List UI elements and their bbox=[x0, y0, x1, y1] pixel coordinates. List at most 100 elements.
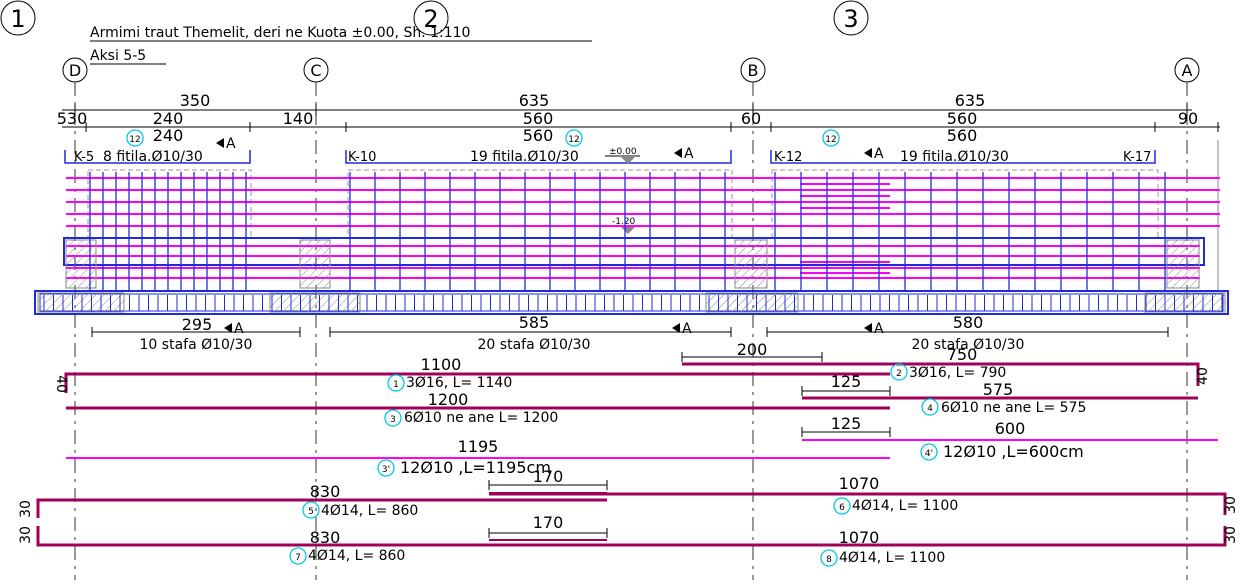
axis-letter-d: D bbox=[69, 61, 81, 80]
dimension-chain-top: 350 635 635 bbox=[62, 91, 1192, 116]
bar-3p-length: 1195 bbox=[458, 437, 499, 456]
bar-5-spec: 4Ø14, L= 860 bbox=[321, 503, 418, 519]
dim-635-right: 635 bbox=[955, 91, 986, 110]
callout-12-c: 12 bbox=[822, 129, 840, 147]
label-k10: K-10 bbox=[348, 150, 376, 165]
stirrup-label-3: 20 stafa Ø10/30 bbox=[912, 337, 1025, 353]
bar-5-overlap: 170 bbox=[533, 467, 564, 486]
label-strip2: 19 fitila.Ø10/30 bbox=[470, 149, 579, 165]
bar-3: 1200 3 6Ø10 ne ane L= 1200 bbox=[66, 390, 890, 427]
label-k5: K-5 bbox=[74, 150, 94, 165]
bar-7-overlap: 170 bbox=[533, 513, 564, 532]
label-k17: K-17 bbox=[1123, 150, 1151, 165]
bar-3p-number: 3' bbox=[382, 465, 390, 475]
dim-560-right: 560 bbox=[947, 109, 978, 128]
level-marker-0: ±0.00 bbox=[605, 147, 640, 164]
dim-140: 140 bbox=[283, 109, 314, 128]
stirrup-label-1: 10 stafa Ø10/30 bbox=[140, 337, 253, 353]
svg-text:12: 12 bbox=[568, 135, 579, 145]
axis-bubble-3: 3 bbox=[833, 0, 869, 36]
bar-5-length: 830 bbox=[310, 482, 341, 501]
dim-560-left: 560 bbox=[523, 109, 554, 128]
bar-8-number: 8 bbox=[826, 555, 832, 565]
axis-letter-c: C bbox=[310, 61, 321, 80]
strip-outline-3 bbox=[770, 150, 1156, 164]
callout-12-a: 12 bbox=[126, 129, 144, 147]
axis-bubble-1: 1 bbox=[0, 0, 36, 36]
svg-text:-1.20: -1.20 bbox=[612, 217, 636, 227]
bar-8-length: 1070 bbox=[839, 528, 880, 547]
bar-4-number: 4 bbox=[927, 404, 933, 414]
label-k12: K-12 bbox=[774, 150, 802, 165]
bar-4p-overlap: 125 bbox=[831, 414, 862, 433]
bar-3-number: 3 bbox=[390, 415, 396, 425]
bar-7-hook: 30 bbox=[18, 526, 34, 544]
svg-text:12: 12 bbox=[129, 135, 140, 145]
axis-letter-b: B bbox=[748, 61, 759, 80]
svg-text:A: A bbox=[682, 321, 692, 337]
bar-2-length: 750 bbox=[947, 345, 978, 364]
dim-90: 90 bbox=[1178, 109, 1198, 128]
tie-beam-outline bbox=[63, 237, 1205, 266]
stirrup-len-1: 295 bbox=[182, 315, 213, 334]
dim-350: 350 bbox=[180, 91, 211, 110]
bar-1-spec: 3Ø16, L= 1140 bbox=[406, 375, 512, 391]
dim-inner-560-left: 560 bbox=[523, 126, 554, 145]
bar-2-spec: 3Ø16, L= 790 bbox=[909, 365, 1006, 381]
svg-text:12: 12 bbox=[825, 135, 836, 145]
axis-bubble-c: C bbox=[303, 57, 329, 83]
bar-1: 1100 40 1 3Ø16, L= 1140 bbox=[53, 355, 890, 393]
dim-60: 60 bbox=[741, 109, 761, 128]
bar-4-spec: 6Ø10 ne ane L= 575 bbox=[941, 400, 1086, 416]
bar-1-hook: 40 bbox=[53, 375, 69, 393]
axis-number-3: 3 bbox=[843, 5, 858, 33]
callout-12-b: 12 bbox=[565, 129, 583, 147]
axis-bubble-b: B bbox=[740, 57, 766, 83]
strip-outline-1 bbox=[64, 150, 251, 164]
bar-4-prime: 125 600 4' 12Ø10 ,L=600cm bbox=[801, 414, 1218, 461]
axis-bubble-a: A bbox=[1174, 57, 1200, 83]
bar-5-hook: 30 bbox=[18, 500, 34, 518]
svg-text:A: A bbox=[874, 321, 884, 337]
stirrup-dim-2: 585 20 stafa Ø10/30 A bbox=[329, 313, 732, 353]
svg-text:A: A bbox=[226, 136, 236, 152]
section-mark-top-1: A bbox=[216, 136, 236, 152]
bar-4p-number: 4' bbox=[925, 449, 933, 459]
stirrup-dim-1: 295 10 stafa Ø10/30 A bbox=[91, 315, 301, 353]
distribution-bars-beam bbox=[66, 245, 1200, 279]
bar-3-prime: 1195 3' 12Ø10 ,L=1195cm bbox=[66, 437, 890, 477]
label-strip3: 19 fitila.Ø10/30 bbox=[900, 149, 1009, 165]
bar-6-hook: 30 bbox=[1223, 496, 1239, 514]
bar-1-number: 1 bbox=[393, 380, 399, 390]
bar-8-hook: 30 bbox=[1223, 526, 1239, 544]
dim-inner-240: 240 bbox=[153, 126, 184, 145]
bar-6-length: 1070 bbox=[839, 474, 880, 493]
bar-7-length: 830 bbox=[310, 528, 341, 547]
bar-7-spec: 4Ø14, L= 860 bbox=[308, 548, 405, 564]
bar-8-spec: 4Ø14, L= 1100 bbox=[839, 550, 945, 566]
stirrup-len-3: 580 bbox=[953, 313, 984, 332]
hatched-supports bbox=[37, 239, 1226, 313]
svg-text:A: A bbox=[234, 321, 244, 337]
bar-8: 1070 30 8 4Ø14, L= 1100 bbox=[489, 526, 1239, 567]
foundation-outline-3 bbox=[771, 169, 1159, 239]
base-slab-inner bbox=[39, 293, 1224, 312]
dim-635-left: 635 bbox=[519, 91, 550, 110]
bar-6-spec: 4Ø14, L= 1100 bbox=[852, 498, 958, 514]
bar-6-number: 6 bbox=[839, 503, 845, 513]
stirrup-lines bbox=[43, 172, 1223, 311]
bar-2-number: 2 bbox=[896, 369, 902, 379]
svg-text:A: A bbox=[684, 146, 694, 162]
bar-2: 200 750 40 2 3Ø16, L= 790 bbox=[681, 340, 1211, 386]
label-strip1: 8 fitila.Ø10/30 bbox=[103, 149, 203, 165]
bar-5-number: 5 bbox=[308, 507, 314, 517]
bar-2-overlap: 200 bbox=[737, 340, 768, 359]
bar-7-number: 7 bbox=[295, 553, 301, 563]
distribution-bars-top bbox=[66, 177, 1220, 227]
bar-3-spec: 6Ø10 ne ane L= 1200 bbox=[404, 410, 558, 426]
section-mark-top-3: A bbox=[864, 146, 884, 162]
axis-number-2: 2 bbox=[423, 5, 438, 33]
bar-4p-length: 600 bbox=[995, 419, 1026, 438]
bar-6: 1070 30 6 4Ø14, L= 1100 bbox=[489, 474, 1239, 515]
